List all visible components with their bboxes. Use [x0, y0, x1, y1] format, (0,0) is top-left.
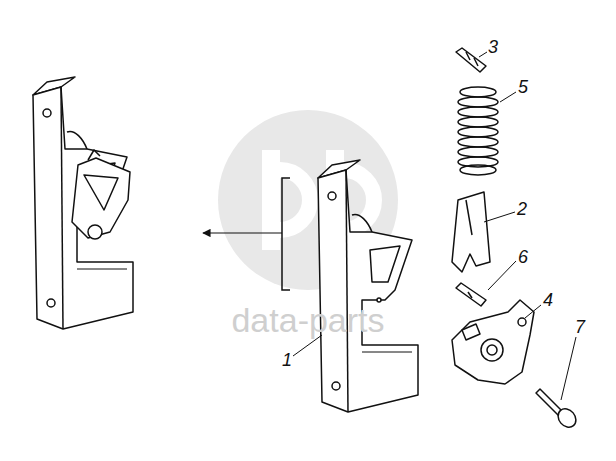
exploded-parts — [452, 48, 580, 431]
callout-number: 5 — [518, 78, 528, 96]
latch-plate — [318, 160, 418, 412]
callout-number: 2 — [517, 200, 527, 218]
callout-number: 6 — [518, 248, 528, 266]
leader-lines — [293, 52, 576, 400]
bracket — [282, 178, 290, 290]
assembled-latch — [33, 77, 133, 329]
callout-number: 4 — [543, 291, 553, 309]
callout-number: 3 — [488, 38, 498, 56]
callout-number: 1 — [282, 351, 292, 369]
callout-number: 7 — [575, 318, 585, 336]
watermark: data-parts — [231, 303, 384, 337]
assembly-arrow — [203, 232, 282, 233]
